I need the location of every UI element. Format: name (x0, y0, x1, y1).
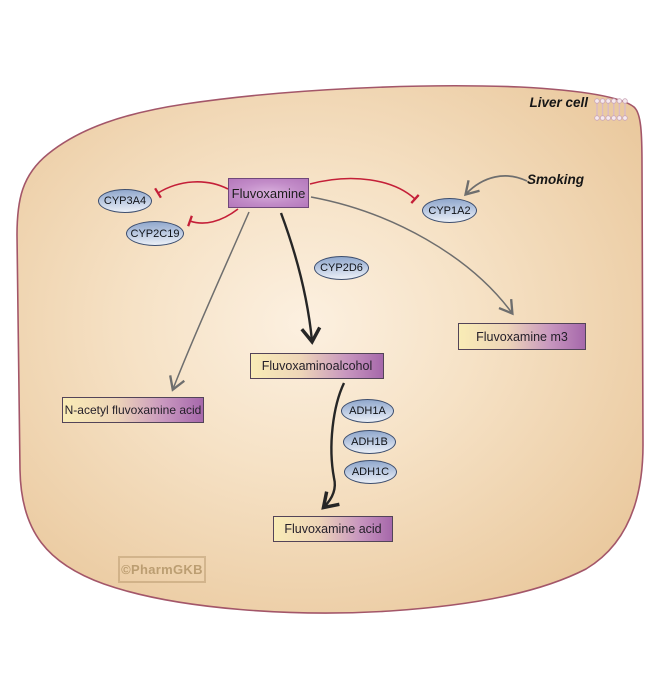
smoking-stimulation-arrow (463, 175, 528, 197)
reaction-arrow-fluvoxamine-acid (321, 382, 346, 510)
node-n-acetyl-fluvoxamine-acid[interactable]: N-acetyl fluvoxamine acid (62, 397, 204, 423)
node-cyp2c19-label: CYP2C19 (130, 227, 180, 240)
node-fluvoxamine[interactable]: Fluvoxamine (228, 178, 309, 208)
liver-cell-shape (16, 84, 644, 614)
node-cyp2d6[interactable]: CYP2D6 (314, 256, 369, 280)
liver-cell-label: Liver cell (529, 95, 588, 110)
reaction-arrow-fluvoxaminoalcohol (279, 212, 322, 345)
reaction-arrow-n-acetyl (169, 211, 250, 392)
node-cyp1a2[interactable]: CYP1A2 (422, 198, 477, 223)
node-adh1c[interactable]: ADH1C (344, 460, 397, 484)
node-cyp1a2-label: CYP1A2 (428, 204, 471, 217)
node-fluvoxaminoalcohol[interactable]: Fluvoxaminoalcohol (250, 353, 384, 379)
node-fluvoxamine-m3-label: Fluvoxamine m3 (476, 329, 568, 344)
pharmgkb-watermark: ©PharmGKB (118, 556, 206, 583)
inhibition-arrow-cyp1a2 (309, 177, 420, 204)
node-adh1b[interactable]: ADH1B (343, 430, 396, 454)
node-cyp2c19[interactable]: CYP2C19 (126, 221, 184, 246)
node-fluvoxamine-m3[interactable]: Fluvoxamine m3 (458, 323, 586, 350)
node-adh1a[interactable]: ADH1A (341, 399, 394, 423)
node-adh1b-label: ADH1B (351, 436, 388, 448)
node-adh1a-label: ADH1A (349, 405, 386, 417)
node-fluvoxamine-acid-label: Fluvoxamine acid (284, 522, 382, 536)
node-cyp3a4[interactable]: CYP3A4 (98, 189, 152, 213)
inhibition-arrow-cyp3a4 (154, 181, 229, 199)
node-n-acetyl-fluvoxamine-acid-label: N-acetyl fluvoxamine acid (64, 403, 202, 417)
inhibition-arrow-cyp2c19 (187, 208, 239, 227)
smoking-label: Smoking (527, 172, 585, 187)
membrane-icon (594, 98, 628, 121)
node-cyp2d6-label: CYP2D6 (320, 262, 363, 274)
node-cyp3a4-label: CYP3A4 (103, 195, 147, 207)
node-fluvoxaminoalcohol-label: Fluvoxaminoalcohol (261, 359, 373, 373)
node-adh1c-label: ADH1C (351, 466, 390, 478)
node-fluvoxamine-label: Fluvoxamine (231, 185, 306, 201)
reaction-arrow-fluvoxamine-m3 (310, 196, 514, 316)
node-fluvoxamine-acid[interactable]: Fluvoxamine acid (273, 516, 393, 542)
